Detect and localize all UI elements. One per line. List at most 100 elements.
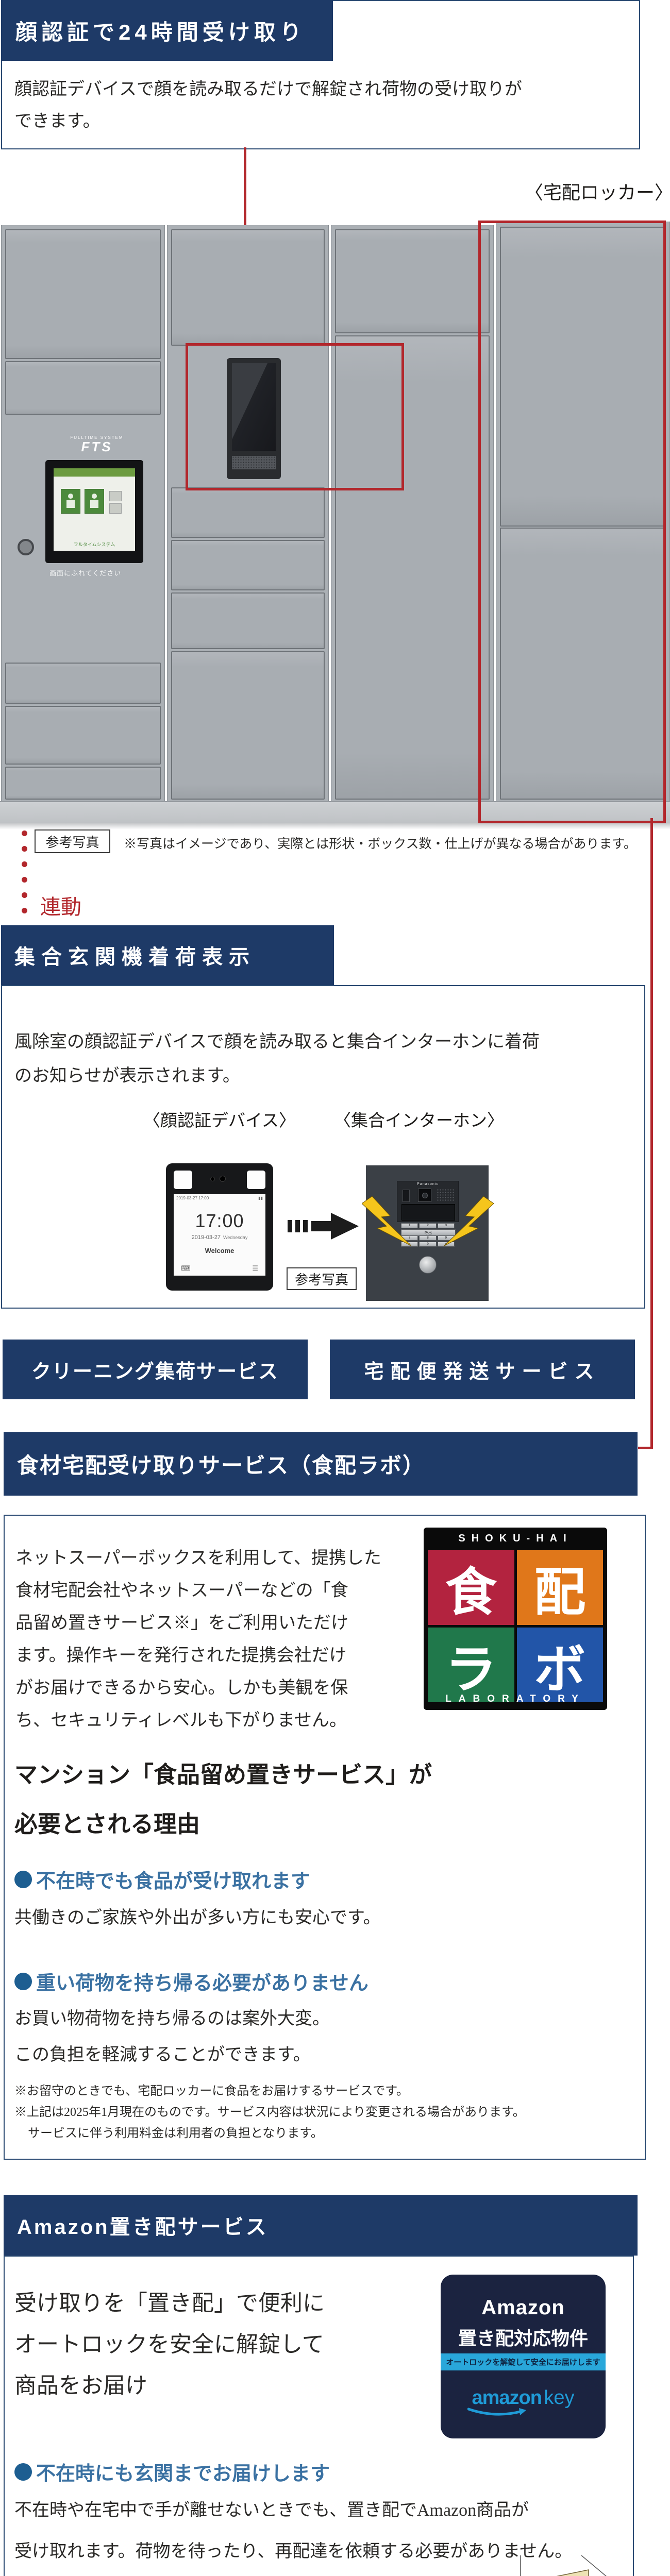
shokuhai-logo: SHOKU-HAI 食 配 ラ ボ LABORATORY (424, 1528, 607, 1710)
fts-logo-small-text: FULLTIME SYSTEM (70, 435, 124, 440)
locker-door (335, 229, 490, 333)
intercom-brand: Panasonic (417, 1182, 439, 1186)
bullet-dot-icon (14, 1972, 32, 1990)
locker-door (500, 528, 666, 800)
intercom-unit: Panasonic (397, 1181, 459, 1222)
locker-control-screen-bezel: フルタイムシステム (45, 460, 143, 563)
intercom-call-button-label: 呼出 (425, 1231, 432, 1235)
amazon-key-logo: amazon key (441, 2387, 606, 2418)
entrance-section-box (1, 985, 645, 1309)
screen-footer-text: フルタイムシステム (73, 542, 115, 547)
face-device-image: 2019-03-27 17:00 ▮▮ 17:00 2019-03-27 Wed… (166, 1163, 273, 1291)
highlight-right-column (478, 221, 666, 823)
face-auth-header-banner: 顔認証で24時間受け取り (1, 0, 333, 61)
locker-door (5, 767, 161, 800)
screen-button-family (85, 489, 104, 514)
shokuhai-paragraph-line: ネットスーパーボックスを利用して、提携した (15, 1549, 381, 1568)
shokuhai-note: ※上記は2025年1月現在のものです。サービス内容は状況により変更される場合があ… (14, 2106, 525, 2119)
reference-photo-label-text: 参考写真 (45, 835, 99, 850)
amazon-header-banner: Amazon置き配サービス (4, 2195, 638, 2256)
screen-header-bar (54, 468, 135, 477)
shokuhai-bullet-2-body-line1: お買い物荷物を持ち帰るのは案外大変。 (14, 2009, 330, 2028)
fts-logo: FULLTIME SYSTEM FTS (66, 435, 128, 453)
shokuhai-paragraph-line: ます。操作キーを発行された提携会社だけ (15, 1646, 347, 1665)
intercom-sensor (403, 1190, 410, 1202)
locker-keyhole (18, 539, 34, 555)
amazon-badge-strip: オートロックを解錠して安全にお届けします (441, 2353, 606, 2370)
shokuhai-paragraph-line: ち、セキュリティレベルも下がりません。 (15, 1711, 347, 1730)
locker-door (171, 592, 325, 649)
shokuhai-logo-tile-hai: 配 (516, 1550, 603, 1625)
cleaning-service-banner: クリーニング集荷サービス (3, 1340, 308, 1399)
delivery-illustration (520, 2555, 607, 2576)
shokuhai-bullet-1-title: 不在時でも食品が受け取れます (36, 1871, 311, 1892)
lightning-bolt-icon (444, 1196, 494, 1246)
lightning-bolt-icon (362, 1196, 411, 1246)
locker-control-screen: フルタイムシステム (54, 468, 135, 551)
shokuhai-logo-tile-ra: ラ (428, 1628, 514, 1702)
shokuhai-note: サービスに伴う利用料金は利用者の負担となります。 (28, 2127, 323, 2140)
face-auth-header-title: 顔認証で24時間受け取り (15, 20, 306, 44)
reference-photo-label: 参考写真 (287, 1267, 357, 1290)
locker-floor-shadow (0, 823, 670, 829)
locker-face-device-screen (232, 363, 276, 451)
device-statusbar-icons: ▮▮ (258, 1196, 263, 1200)
amazon-key-logo-key: key (544, 2387, 575, 2409)
amazon-lead-line1: 受け取りを「置き配」で便利に (14, 2292, 325, 2316)
entrance-body-line1: 風除室の顔認証デバイスで顔を読み取ると集合インターホンに着荷 (14, 1032, 540, 1052)
keypad-key: 1 (401, 1223, 418, 1228)
device-label: 〈顔認証デバイス〉 (143, 1112, 296, 1130)
device-camera-dot (220, 1176, 226, 1182)
shokuhai-paragraph-line: 品留め置きサービス※」をご利用いただけ (15, 1614, 348, 1633)
keypad-key: 2 (419, 1223, 437, 1228)
shipping-service-banner: 宅配便発送サービス (330, 1340, 635, 1399)
amazon-badge-line1: Amazon (481, 2296, 565, 2319)
locker-door (335, 335, 490, 800)
amazon-header-title: Amazon置き配サービス (17, 2216, 269, 2239)
cleaning-service-title: クリーニング集荷サービス (31, 1361, 279, 1383)
locker-base (0, 801, 670, 824)
reference-photo-label: 参考写真 (35, 829, 110, 853)
device-camera-dot (210, 1177, 215, 1181)
link-label: 連動 (40, 896, 81, 919)
device-screen-time: 17:00 (195, 1210, 244, 1231)
shokuhai-logo-tile-shoku: 食 (428, 1550, 514, 1625)
amazon-bullet-1-body-line2: 受け取れます。荷物を待ったり、再配達を依頼する必要がありません。 (14, 2542, 573, 2561)
intercom-call-button: 呼出 (401, 1229, 456, 1236)
device-screen-date: 2019-03-27 (191, 1234, 221, 1241)
screen-button-walkin (61, 489, 80, 514)
highlight-face-device (186, 343, 404, 490)
shokuhai-logo-bottom-text: LABORATORY (445, 1693, 585, 1704)
locker-face-device-speaker (232, 456, 276, 469)
device-light-right (247, 1171, 265, 1189)
locker-caption: 〈宅配ロッカー〉 (525, 182, 670, 203)
reason-heading-line2: 必要とされる理由 (14, 1811, 200, 1837)
intercom-speaker (437, 1189, 454, 1201)
shokuhai-paragraph-line: 食材宅配会社やネットスーパーなどの「食 (15, 1581, 348, 1600)
locker-door (5, 361, 161, 415)
amazon-lead-line3: 商品をお届け (14, 2374, 147, 2398)
shipping-service-title: 宅配便発送サービス (364, 1361, 601, 1383)
amazon-badge-strip-text: オートロックを解錠して安全にお届けします (446, 2358, 600, 2367)
intercom-screen (401, 1204, 455, 1221)
intercom-image: Panasonic 1 2 3 4 5 6 7 8 9 ＊ 0 ♯ 呼出 (362, 1165, 494, 1301)
shokuhai-note: ※お留守のときでも、宅配ロッカーに食品をお届けするサービスです。 (14, 2084, 409, 2098)
amazon-bullet-1-title: 不在時にも玄関までお届けします (36, 2463, 330, 2485)
amazon-badge: Amazon 置き配対応物件 オートロックを解錠して安全にお届けします amaz… (441, 2275, 606, 2438)
intercom-camera (418, 1189, 431, 1202)
entrance-body-line2: のお知らせが表示されます。 (14, 1066, 240, 1086)
shokuhai-bullet-2-title: 重い荷物を持ち帰る必要がありません (36, 1973, 368, 1994)
amazon-bullet-1-body-line1: 不在時や在宅中で手が離せないときでも、置き配でAmazon商品が (14, 2501, 529, 2520)
device-statusbar-text: 2019-03-27 17:00 (176, 1196, 209, 1200)
shokuhai-logo-tile-bo: ボ (516, 1628, 603, 1702)
shokuhai-bullet-1: 不在時でも食品が受け取れます (14, 1865, 310, 1893)
shokuhai-bullet-1-body: 共働きのご家族や外出が多い方にも安心です。 (14, 1908, 381, 1927)
shokuhai-bullet-2-body-line2: この負担を軽減することができます。 (14, 2045, 311, 2064)
screen-side-key (109, 491, 122, 501)
intercom-round-button (419, 1256, 437, 1274)
locker-photo-note: ※写真はイメージであり、実際とは形状・ボックス数・仕上げが異なる場合があります。 (124, 837, 637, 851)
locker-door (500, 227, 666, 527)
amazon-bullet-1: 不在時にも玄関までお届けします (14, 2458, 330, 2486)
locker-face-device (227, 358, 281, 479)
